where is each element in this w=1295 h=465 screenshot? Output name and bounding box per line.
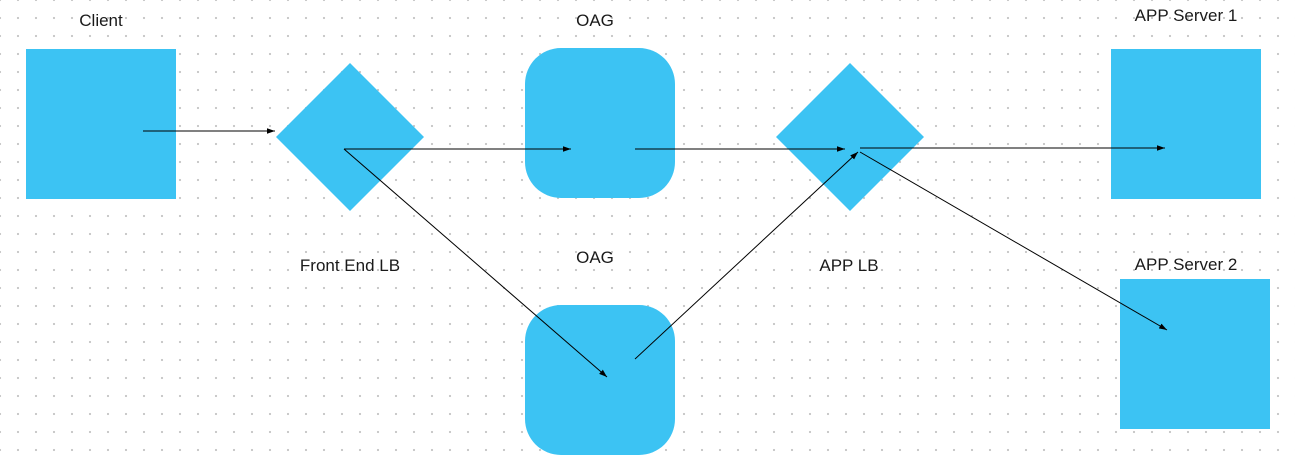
client-label: Client (79, 11, 123, 30)
app-server-1-node[interactable] (1111, 49, 1261, 199)
app-server-2-label: APP Server 2 (1135, 255, 1238, 274)
edge-oag-bottom-to-app-lb (634, 151, 859, 360)
app-server-1-label: APP Server 1 (1135, 6, 1238, 25)
oag-bottom-node[interactable] (525, 305, 675, 455)
oag-top-label: OAG (576, 11, 614, 30)
oag-top-node[interactable] (525, 48, 675, 198)
oag-bottom-label: OAG (576, 248, 614, 267)
front-end-lb-node[interactable] (276, 63, 424, 211)
client-node[interactable] (26, 49, 176, 199)
app-lb-node[interactable] (776, 63, 924, 211)
edge-front-end-lb-to-oag-bottom (343, 148, 608, 378)
app-server-2-node[interactable] (1120, 279, 1270, 429)
front-end-lb-label: Front End LB (300, 256, 400, 275)
edge-app-lb-to-app-server-2 (859, 151, 1168, 331)
app-lb-label: APP LB (819, 256, 878, 275)
